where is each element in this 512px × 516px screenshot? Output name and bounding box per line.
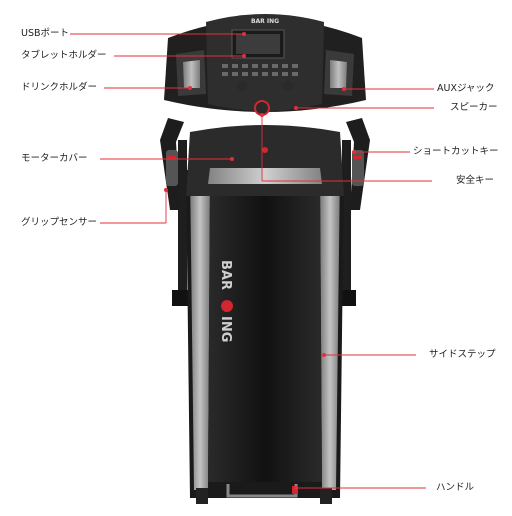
upright-posts (172, 140, 356, 306)
console: BAR ING (164, 14, 366, 116)
svg-text:BAR: BAR (218, 260, 233, 290)
console-logo: BAR ING (251, 18, 279, 25)
svg-text:ING: ING (218, 316, 233, 342)
safety-key-slot (254, 100, 270, 116)
label-tablet-holder: タブレットホルダー (21, 50, 107, 61)
label-speaker: スピーカー (450, 102, 498, 113)
label-drink-holder: ドリンクホルダー (21, 82, 98, 93)
running-belt (208, 196, 322, 482)
label-aux-jack: AUXジャック (437, 83, 495, 94)
label-safety-key: 安全キー (456, 175, 495, 186)
label-usb-port: USBポート (21, 28, 70, 39)
speaker-left (237, 81, 247, 91)
label-shortcut-key: ショートカットキー (413, 146, 499, 157)
motor-cover (186, 125, 344, 196)
safety-key-clip (262, 147, 268, 153)
label-motor-cover: モーターカバー (21, 153, 88, 164)
leader-dots (164, 32, 356, 490)
label-handle: ハンドル (436, 482, 475, 493)
side-step-right (320, 170, 340, 490)
label-grip-sensor: グリップセンサー (21, 217, 98, 228)
side-step-left (190, 170, 210, 490)
deck-logo: BAR ING (218, 260, 233, 342)
leader-lines (70, 33, 434, 489)
label-side-step: サイドステップ (429, 349, 496, 360)
grip-sensor-left (166, 150, 178, 186)
speaker-right (283, 81, 293, 91)
running-deck (186, 170, 344, 504)
